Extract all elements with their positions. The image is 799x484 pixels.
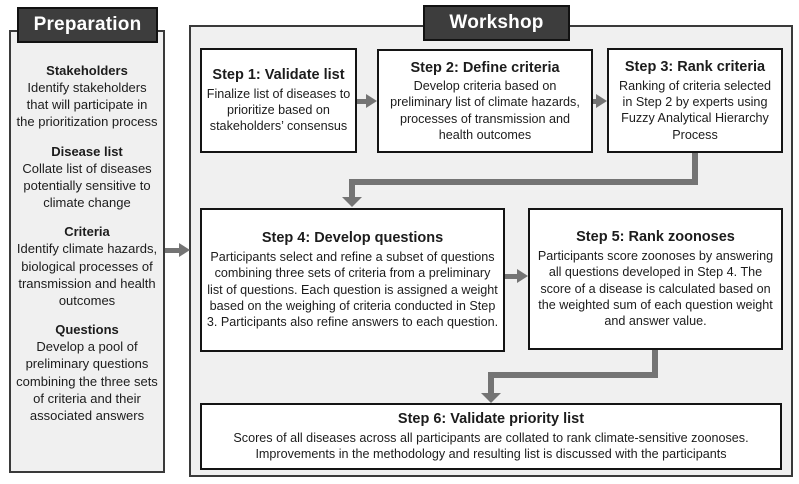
arrow-shaft: [356, 99, 367, 104]
step-6-body: Scores of all diseases across all partic…: [233, 430, 749, 462]
prep-section-heading: Disease list: [51, 143, 123, 159]
step-6-title: Step 6: Validate priority list: [397, 411, 585, 428]
step-4-box: Step 4: Develop questions Participants s…: [200, 208, 505, 352]
arrow-head-icon: [596, 94, 607, 108]
prep-section-questions: Questions Develop a pool of preliminary …: [16, 321, 158, 424]
prep-section-criteria: Criteria Identify climate hazards, biolo…: [16, 223, 158, 309]
step-3-title: Step 3: Rank criteria: [624, 59, 766, 75]
arrow-shaft: [504, 274, 518, 279]
arrow-head-icon: [366, 94, 377, 108]
preparation-content: Stakeholders Identify stakeholders that …: [9, 30, 165, 473]
prep-section-body: Identify climate hazards, biological pro…: [16, 241, 158, 308]
prep-section-heading: Criteria: [64, 224, 110, 240]
step-6-box: Step 6: Validate priority list Scores of…: [200, 403, 782, 470]
step-5-box: Step 5: Rank zoonoses Participants score…: [528, 208, 783, 350]
step-2-body: Develop criteria based on preliminary li…: [390, 79, 580, 143]
workshop-header: Workshop: [423, 5, 570, 41]
step-1-title: Step 1: Validate list: [212, 67, 345, 84]
elbow-segment: [488, 372, 494, 394]
arrow-head-icon: [179, 243, 190, 257]
arrow-head-icon: [481, 393, 501, 403]
preparation-title: Preparation: [33, 14, 142, 35]
arrow-head-icon: [342, 197, 362, 207]
workshop-title: Workshop: [449, 12, 544, 33]
step-1-box: Step 1: Validate list Finalize list of d…: [200, 48, 357, 153]
step-5-body: Participants score zoonoses by answering…: [537, 248, 774, 329]
elbow-segment: [692, 152, 698, 185]
prep-section-heading: Stakeholders: [46, 63, 128, 78]
elbow-segment: [349, 179, 355, 198]
prep-section-heading: Questions: [55, 322, 119, 338]
elbow-segment: [488, 372, 658, 378]
step-1-body: Finalize list of diseases to prioritize …: [206, 86, 351, 134]
step-5-title: Step 5: Rank zoonoses: [576, 229, 735, 246]
step-3-body: Ranking of criteria selected in Step 2 b…: [619, 78, 771, 142]
elbow-segment: [652, 349, 658, 377]
arrow-shaft: [165, 248, 180, 253]
prep-section-disease-list: Disease list Collate list of diseases po…: [16, 143, 158, 212]
prep-section-body: Develop a pool of preliminary questions …: [16, 339, 158, 423]
elbow-segment: [349, 179, 698, 185]
arrow-shaft: [592, 99, 597, 104]
prep-section-body: Collate list of diseases potentially sen…: [22, 160, 152, 211]
prep-section-stakeholders: Stakeholders Identify stakeholders that …: [16, 62, 158, 131]
step-4-body: Participants select and refine a subset …: [206, 249, 499, 330]
preparation-header: Preparation: [17, 7, 158, 43]
step-2-title: Step 2: Define criteria: [410, 59, 560, 76]
step-4-title: Step 4: Develop questions: [261, 230, 444, 247]
step-3-box: Step 3: Rank criteria Ranking of criteri…: [607, 48, 783, 153]
prep-section-body: Identify stakeholders that will particip…: [16, 80, 158, 130]
arrow-head-icon: [517, 269, 528, 283]
step-2-box: Step 2: Define criteria Develop criteria…: [377, 49, 593, 153]
preparation-panel: [9, 30, 165, 473]
